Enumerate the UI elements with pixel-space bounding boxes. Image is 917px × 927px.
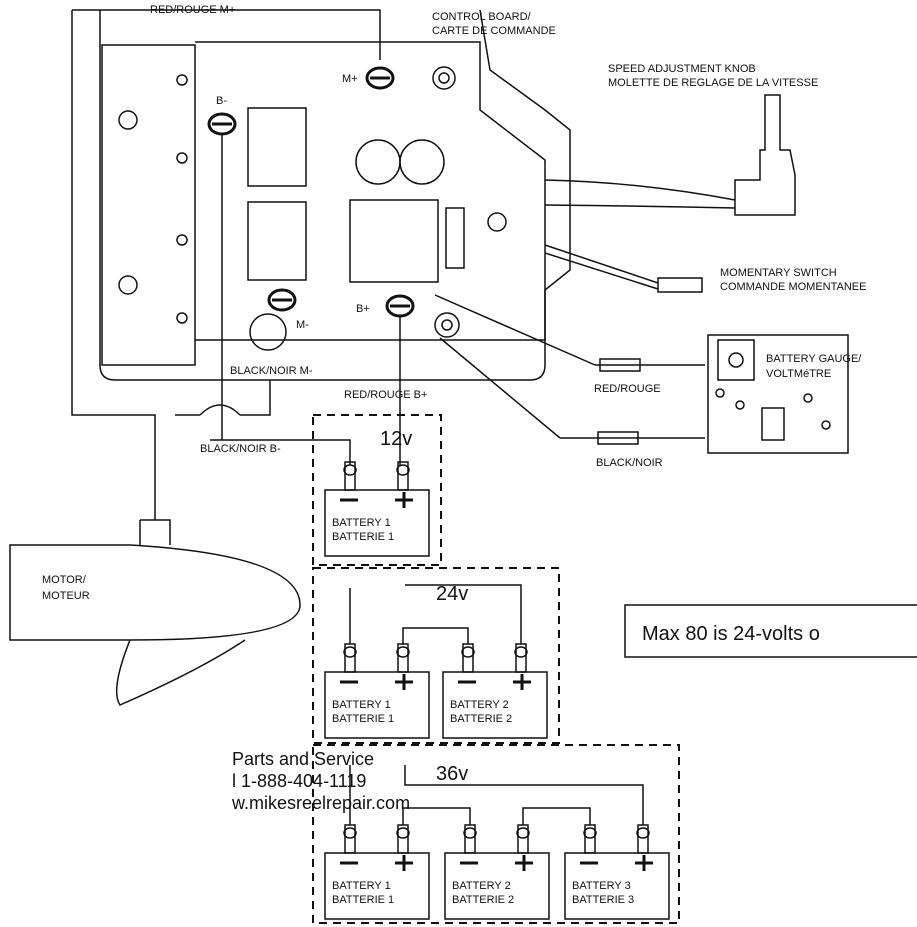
contact-info: Parts and Service l 1-888-404-1119 w.mik… [232,748,410,814]
battery-label-en: BATTERY 1 [332,880,391,892]
config-12v: 12v [380,428,412,450]
label-red-rouge-m-plus: RED/ROUGE M+ [150,4,235,16]
battery-label-fr: BATTERIE 1 [332,713,394,725]
label-control-board-1: CONTROL BOARD/ [432,11,532,23]
label-momentary-2: COMMANDE MOMENTANEE [720,281,866,293]
label-battery-gauge-1: BATTERY GAUGE/ [766,353,862,365]
speed-knob [734,94,796,216]
motor [9,544,301,641]
battery-label-fr: BATTERIE 2 [452,894,514,906]
battery-label-fr: BATTERIE 3 [572,894,634,906]
battery-4 [324,824,430,920]
outer-wire-right [72,9,381,60]
label-control-board-2: CARTE DE COMMANDE [432,25,556,37]
label-motor-2: MOTEUR [42,590,90,602]
label-term-b-plus: B+ [356,303,370,315]
note-text: Max 80 is 24-volts o [642,623,820,645]
label-term-m-minus: M- [296,319,309,331]
battery-label-en: BATTERY 1 [332,699,391,711]
outer-wire-left [71,10,156,520]
label-speed-knob-1: SPEED ADJUSTMENT KNOB [608,63,756,75]
battery-label-en: BATTERY 2 [452,880,511,892]
config-24v: 24v [436,583,468,605]
label-black-noir-m-minus: BLACK/NOIR M- [230,365,313,377]
battery-label-fr: BATTERIE 1 [332,894,394,906]
battery-label-fr: BATTERIE 2 [450,713,512,725]
label-red-rouge-b-plus: RED/ROUGE B+ [344,389,427,401]
config-36v: 36v [436,763,468,785]
label-motor-1: MOTOR/ [42,574,87,586]
label-black-noir-b-minus: BLACK/NOIR B- [200,443,281,455]
label-black-noir: BLACK/NOIR [596,457,663,469]
note-box [624,604,917,658]
label-term-m-plus: M+ [342,73,358,85]
battery-gauge [707,334,849,454]
contact-line-3: w.mikesreelrepair.com [232,793,411,813]
contact-line-1: Parts and Service [232,749,375,769]
label-momentary-1: MOMENTARY SWITCH [720,267,837,279]
contact-line-2: l 1-888-404-1119 [232,771,367,791]
battery-5 [444,824,550,920]
label-speed-knob-2: MOLETTE DE REGLAGE DE LA VITESSE [608,77,818,89]
battery-label-fr: BATTERIE 1 [332,531,394,543]
momentary-switch [657,277,703,293]
label-term-b-minus: B- [216,95,227,107]
battery-label-en: BATTERY 1 [332,517,391,529]
battery-label-en: BATTERY 3 [572,880,631,892]
head-housing [99,9,571,381]
control-board [195,41,546,341]
battery-label-en: BATTERY 2 [450,699,509,711]
label-red-rouge: RED/ROUGE [594,383,661,395]
label-battery-gauge-2: VOLTMéTRE [766,368,831,380]
battery-1 [324,461,430,557]
terminal-strip [101,44,196,366]
